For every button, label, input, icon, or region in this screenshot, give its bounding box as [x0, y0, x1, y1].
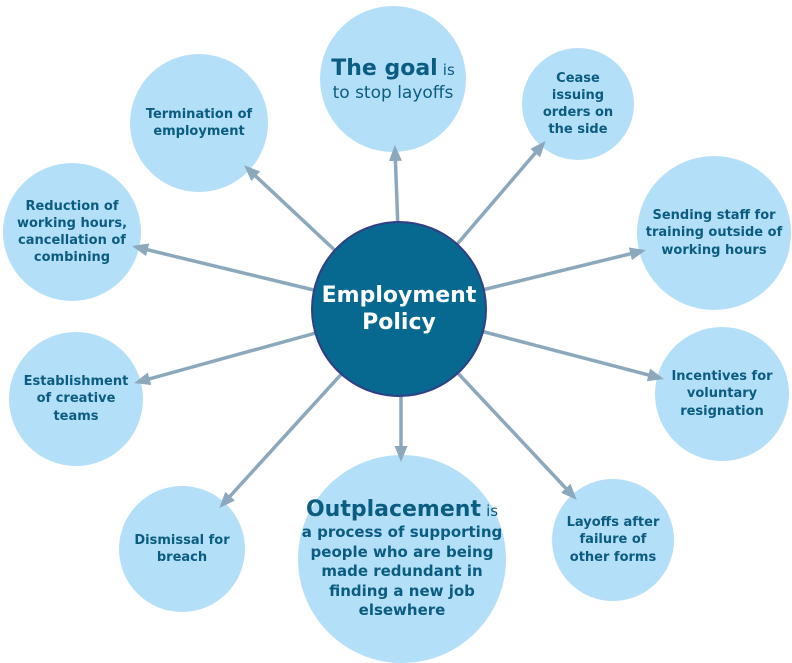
connector-termination — [244, 165, 343, 258]
node-goal-label: The goal is to stop layoffs — [331, 56, 455, 103]
node-cease-label: Cease issuing orders on the side — [542, 70, 614, 138]
node-incentives-voluntary-resignation: Incentives for voluntary resignation — [655, 327, 789, 461]
connector-goal — [388, 145, 402, 231]
node-goal-headline: The goal is — [331, 56, 455, 81]
node-outplacement: Outplacement is a process of supporting … — [298, 455, 506, 663]
node-goal-connector: is — [442, 60, 455, 79]
node-layoffs-label: Layoffs after failure of other forms — [566, 515, 660, 565]
node-outplacement-headline: Outplacement is — [300, 497, 504, 522]
node-sending-staff-training: Sending staff for training outside of wo… — [637, 156, 791, 310]
connector-sending — [477, 247, 646, 293]
hub-employment-policy: Employment Policy — [311, 221, 487, 397]
connector-layoffs — [452, 367, 577, 500]
node-outplacement-heading: Outplacement — [305, 497, 481, 523]
node-sending-label: Sending staff for training outside of wo… — [645, 208, 783, 258]
node-outplacement-connector: is — [486, 502, 499, 521]
connector-cease — [451, 140, 546, 251]
node-incentives-label: Incentives for voluntary resignation — [671, 369, 773, 419]
node-goal-body: to stop layoffs — [332, 82, 454, 103]
node-establishment-label: Establishment of creative teams — [23, 374, 129, 424]
node-outplacement-body: a process of supporting people who are b… — [301, 523, 503, 620]
connector-reduction — [132, 243, 323, 294]
node-establishment-creative-teams: Establishment of creative teams — [9, 332, 143, 466]
connector-dismissal — [219, 367, 348, 508]
node-outplacement-label: Outplacement is a process of supporting … — [300, 497, 504, 621]
connector-establishment — [134, 329, 324, 386]
node-goal-heading: The goal — [331, 55, 438, 81]
node-termination-label: Termination of employment — [145, 106, 253, 139]
hub-label: Employment Policy — [321, 282, 477, 336]
node-dismissal-label: Dismissal for breach — [134, 532, 230, 565]
node-goal: The goal is to stop layoffs — [320, 6, 466, 152]
node-reduction-label: Reduction of working hours, cancellation… — [16, 198, 128, 266]
connector-incentives — [476, 328, 664, 382]
node-reduction-working-hours: Reduction of working hours, cancellation… — [3, 163, 141, 301]
